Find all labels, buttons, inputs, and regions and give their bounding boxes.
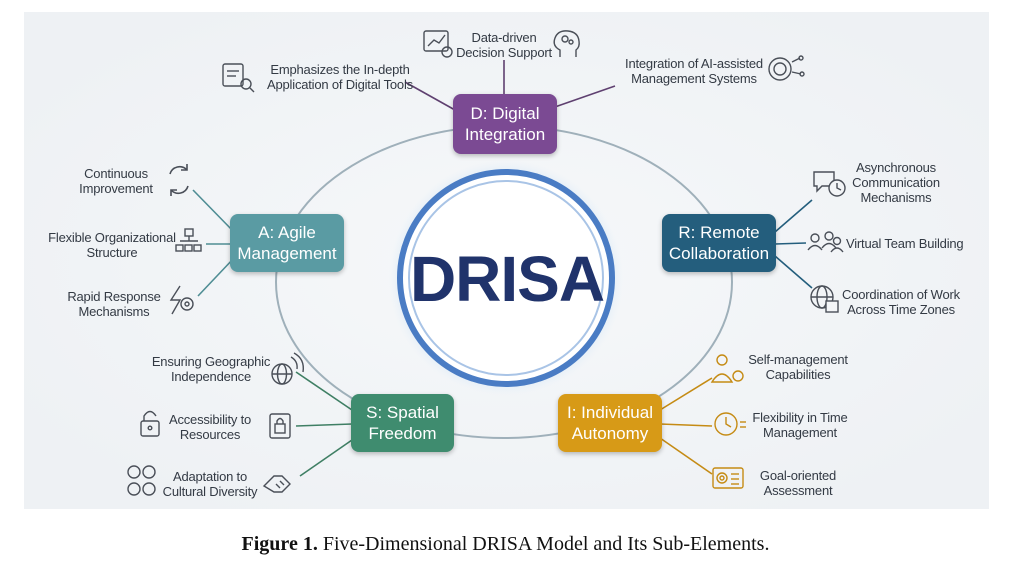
d-connectors xyxy=(404,60,616,111)
item-r3: Coordination of Work Across Time Zones xyxy=(842,287,960,317)
padlock-icon xyxy=(140,410,291,439)
i-connectors xyxy=(659,377,713,475)
caption-text: Five-Dimensional DRISA Model and Its Sub… xyxy=(322,533,770,555)
center-title: DRISA xyxy=(409,243,605,315)
item-r2: Virtual Team Building xyxy=(846,236,964,251)
item-s3: Adaptation to Cultural Diversity xyxy=(162,469,258,499)
data-chart-icon xyxy=(423,30,453,58)
node-spatial-freedom: S: Spatial Freedom xyxy=(351,394,454,452)
org-chart-icon xyxy=(175,228,202,252)
item-a3: Rapid Response Mechanisms xyxy=(67,289,161,319)
brain-head-icon xyxy=(553,30,580,57)
item-a1: Continuous Improvement xyxy=(79,166,153,196)
digital-tools-icon xyxy=(222,63,255,93)
item-d3: Integration of AI-assisted Management Sy… xyxy=(625,56,763,86)
globe-wifi-icon xyxy=(271,352,304,385)
globe-calendar-icon xyxy=(810,285,839,313)
person-gear-icon xyxy=(710,354,744,383)
item-r1: Asynchronous Communication Mechanisms xyxy=(852,160,940,205)
r-connectors xyxy=(774,199,813,289)
lightning-gear-icon xyxy=(169,285,194,315)
node-remote-collaboration: R: Remote Collaboration xyxy=(662,214,776,272)
item-d2: Data-driven Decision Support xyxy=(456,30,552,60)
node-digital-integration: D: Digital Integration xyxy=(453,94,557,154)
team-icon xyxy=(807,231,844,253)
item-a2: Flexible Organizational Structure xyxy=(48,230,176,260)
chat-clock-icon xyxy=(813,171,846,197)
center-ring-inner xyxy=(408,180,604,376)
item-d1: Emphasizes the In-depth Application of D… xyxy=(267,62,413,92)
item-i2: Flexibility in Time Management xyxy=(752,410,848,440)
item-i3: Goal-oriented Assessment xyxy=(759,468,837,498)
a-connectors xyxy=(192,189,235,297)
node-agile-management: A: Agile Management xyxy=(230,214,344,272)
diverse-faces-icon xyxy=(127,465,156,496)
ai-gear-icon xyxy=(768,55,805,81)
figure-caption: Figure 1. Five-Dimensional DRISA Model a… xyxy=(0,533,1011,556)
handshake-icon xyxy=(262,475,291,493)
clock-icon xyxy=(714,412,746,436)
node-individual-autonomy: I: Individual Autonomy xyxy=(558,394,662,452)
item-i1: Self-management Capabilities xyxy=(748,352,848,382)
caption-label: Figure 1. xyxy=(241,533,318,555)
item-s1: Ensuring Geographic Independence xyxy=(151,354,271,384)
cycle-arrows-icon xyxy=(169,164,189,196)
target-checklist-icon xyxy=(712,467,744,489)
item-s2: Accessibility to Resources xyxy=(168,412,252,442)
s-connectors xyxy=(295,371,353,477)
